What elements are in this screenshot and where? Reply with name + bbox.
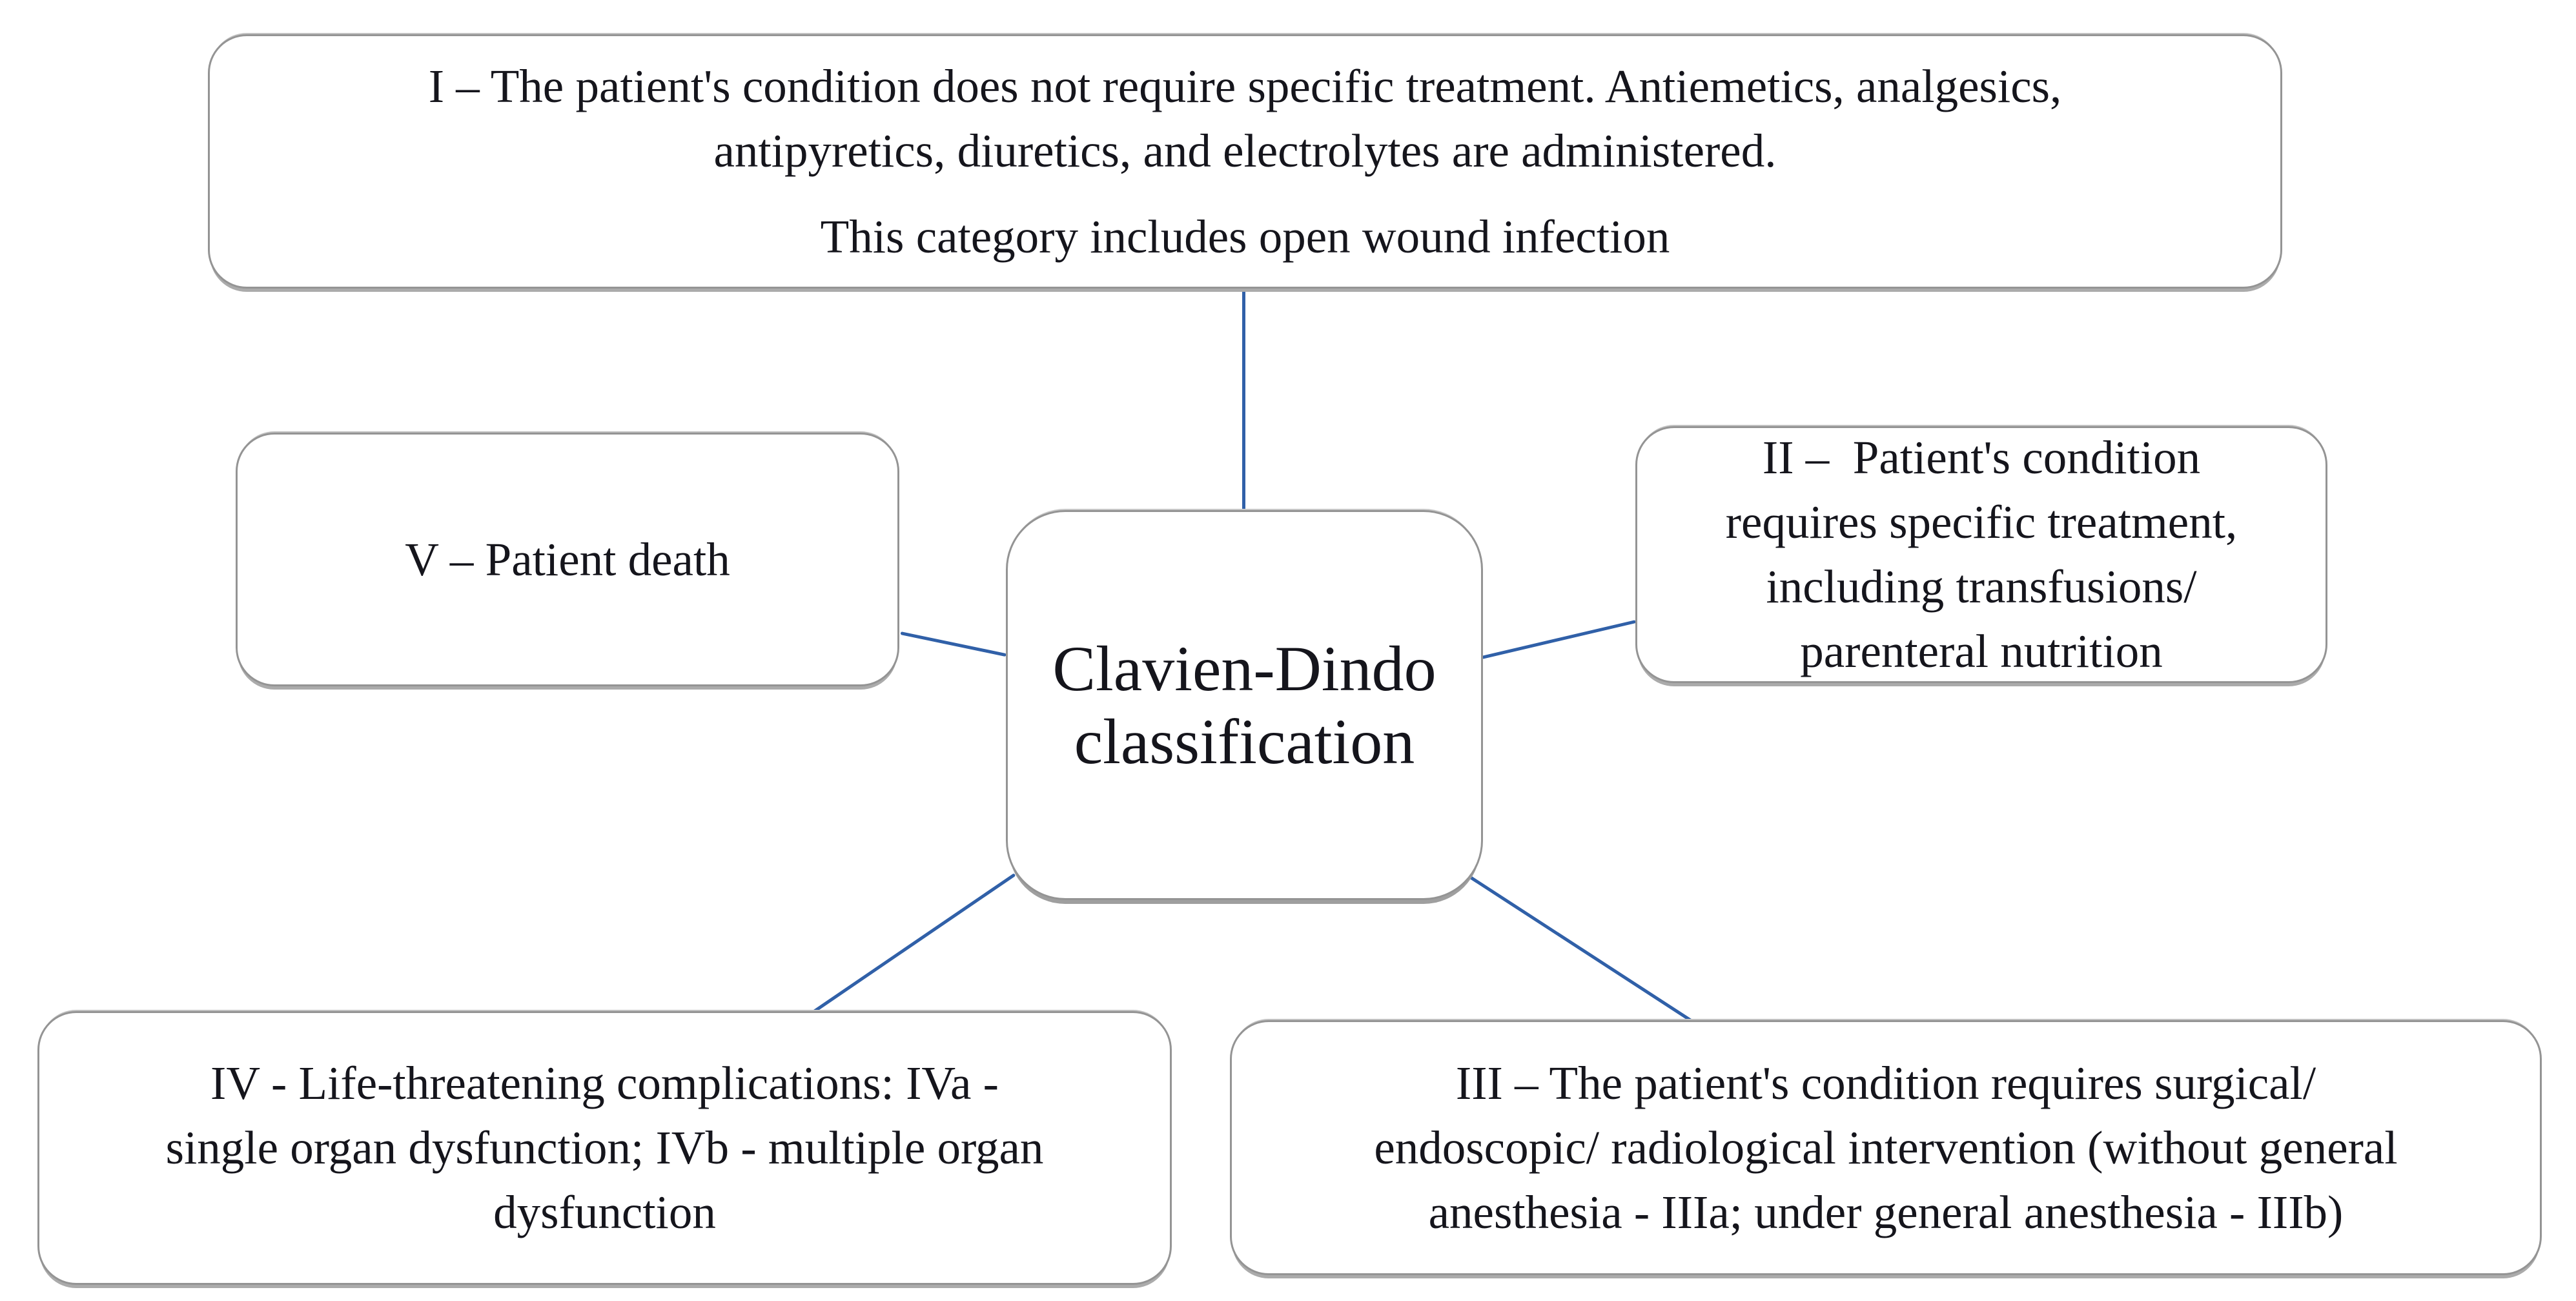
connector-center-to-grade-iv [811,873,1016,1014]
grade-iv-text-line: IV - Life-threatening complications: IVa… [210,1057,999,1109]
grade-iii-text-line: III – The patient's condition requires s… [1455,1056,2316,1109]
node-grade-iii: III – The patient's condition requires s… [1230,1020,2542,1275]
grade-iii-text-line: endoscopic/ radiological intervention (w… [1374,1121,2398,1174]
grade-iv-text-line: single organ dysfunction; IVb - multiple… [165,1122,1044,1174]
node-center-title: Clavien-Dindo classification [1006,510,1483,900]
grade-v-text-line: V – Patient death [405,533,730,586]
grade-ii-text-line: II – Patient's condition [1762,431,2201,484]
grade-ii-text-line: parenteral nutrition [1800,625,2163,677]
grade-i-text-line: antipyretics, diuretics, and electrolyte… [713,124,1777,177]
grade-iii-text-line: anesthesia - IIIa; under general anesthe… [1428,1185,2344,1238]
node-grade-iv: IV - Life-threatening complications: IVa… [37,1011,1172,1285]
center-title-line: Clavien-Dindo [1052,633,1436,704]
grade-i-text-line: I – The patient's condition does not req… [428,59,2062,112]
grade-iv-text-line: dysfunction [493,1186,716,1238]
connector-center-to-grade-i [1242,289,1245,510]
node-grade-v: V – Patient death [236,433,899,686]
connector-center-to-grade-iii [1463,872,1694,1023]
center-title-line: classification [1074,706,1415,777]
grade-ii-text-line: including transfusions/ [1766,560,2197,613]
connector-center-to-grade-ii [1481,620,1637,659]
grade-ii-text-line: requires specific treatment, [1725,496,2238,548]
grade-i-note: This category includes open wound infect… [820,210,1670,263]
node-grade-i: I – The patient's condition does not req… [208,34,2282,289]
connector-center-to-grade-v [900,631,1007,657]
node-grade-ii: II – Patient's condition requires specif… [1635,426,2327,683]
